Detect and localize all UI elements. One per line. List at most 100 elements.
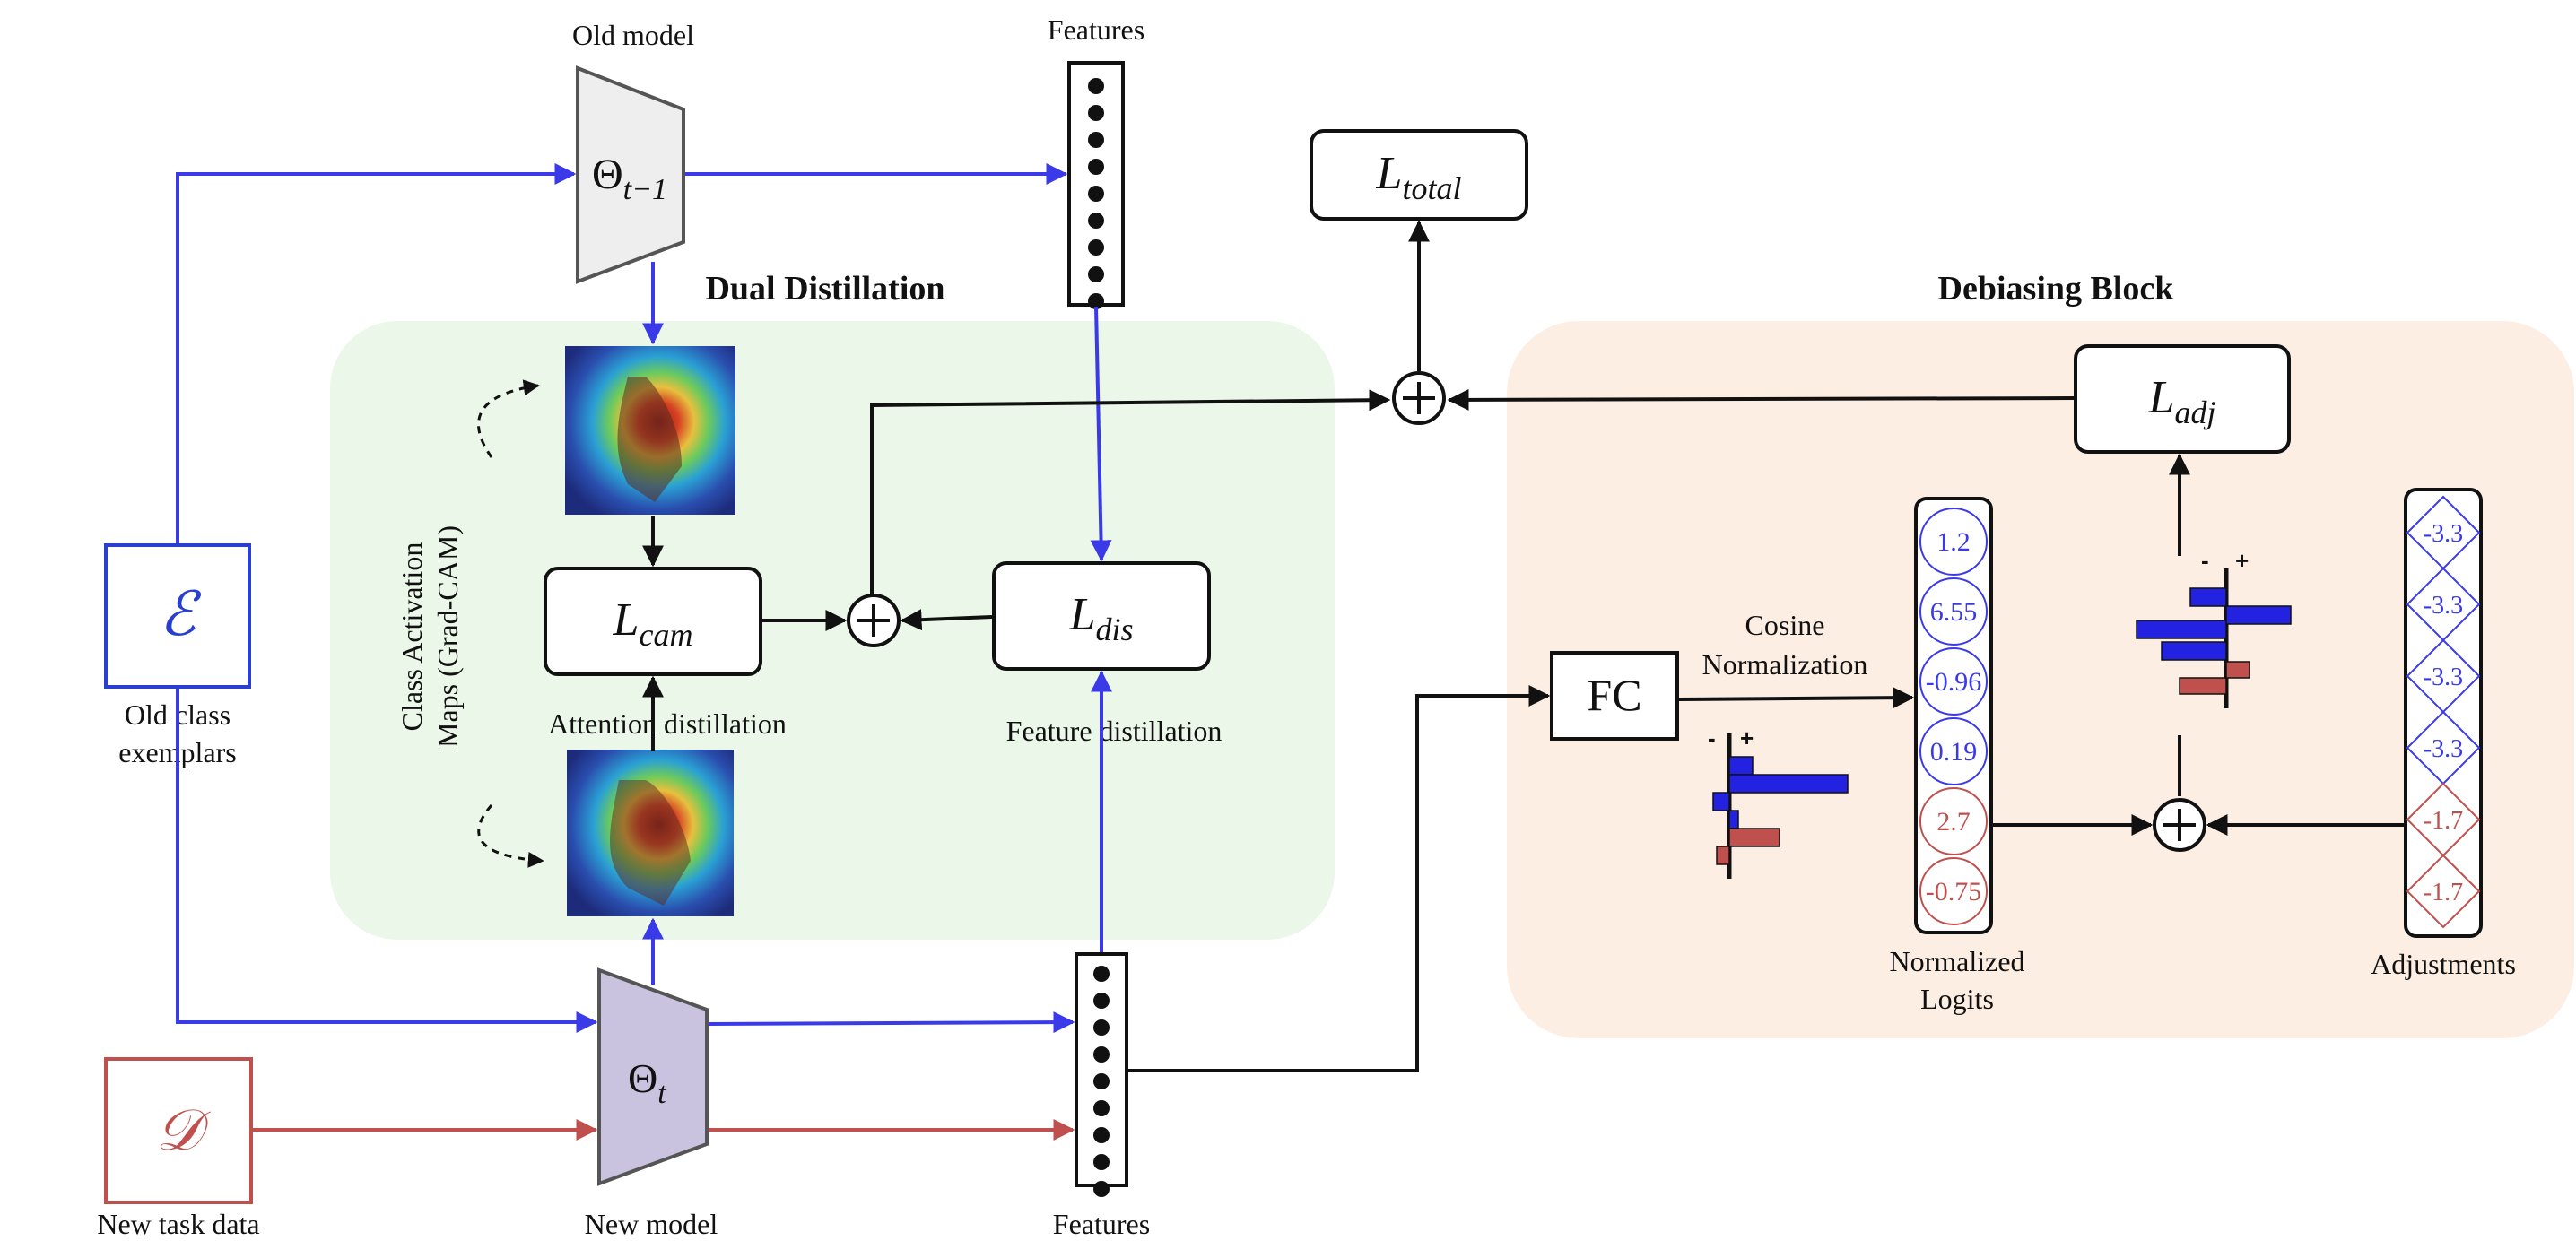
logit-value: -0.96 (1926, 667, 1982, 697)
feature-dot (1093, 993, 1110, 1009)
fc-label: FC (1587, 670, 1641, 720)
feature-distillation-label: Feature distillation (1006, 715, 1223, 747)
cam-dashed-arrow-top (477, 379, 540, 458)
features-top-node: Features (1048, 13, 1144, 309)
logit-item: -0.75 (1919, 857, 1988, 925)
feature-dot (1093, 1181, 1110, 1197)
adjustment-diamond (2406, 854, 2481, 929)
adjustment-value: -1.7 (2424, 879, 2463, 907)
arrow-exemplars-to-old-model (176, 163, 577, 543)
theta-new-symbol: Θt (628, 1055, 667, 1110)
old-model-node: Old model Θt−1 (572, 19, 694, 284)
logit-value: 2.7 (1936, 807, 1971, 837)
feature-dot (1088, 105, 1104, 121)
adjustments-label: Adjustments (2371, 948, 2516, 980)
l-adj-symbol: Ladj (2148, 372, 2216, 430)
logit-value: 1.2 (1936, 527, 1971, 557)
l-dis-box: Ldis (992, 561, 1211, 671)
l-total-symbol: Ltotal (1376, 148, 1462, 206)
feature-dot (1093, 966, 1110, 982)
bias-bars-before: - + (1708, 724, 1849, 879)
cam-image-new (567, 750, 734, 916)
adjustment-item: -1.7 (2406, 854, 2481, 929)
adjustment-value: -3.3 (2424, 664, 2463, 691)
adjustment-item: -3.3 (2406, 567, 2481, 642)
feature-dot (1088, 213, 1104, 229)
cam-side-label: Class Activation Maps (Grad-CAM) (396, 525, 464, 748)
logit-item: 0.19 (1919, 717, 1988, 785)
cosine-label-line2: Normalization (1702, 648, 1868, 681)
logit-circle (1919, 787, 1988, 855)
new-task-data-label: New task data (97, 1208, 259, 1240)
logit-circles: 1.2 6.55 -0.96 0.19 2.7 -0.75 (1919, 508, 1988, 925)
adjustment-item: -1.7 (2406, 782, 2481, 857)
adjustment-value: -3.3 (2424, 520, 2463, 548)
feature-dot (1088, 266, 1104, 282)
attention-distillation-label: Attention distillation (548, 707, 787, 740)
adjustment-value: -3.3 (2424, 735, 2463, 763)
arrow-ladj-to-total-sum (1447, 388, 2075, 411)
arrow-distill-sum-to-total-sum (870, 389, 1391, 595)
logit-item: 1.2 (1919, 508, 1988, 576)
arrow-new-model-to-features (708, 1011, 1075, 1034)
feature-dot (1093, 1019, 1110, 1036)
adjustment-value: -1.7 (2424, 807, 2463, 835)
feature-dot (1093, 1100, 1110, 1116)
cam-label-line1: Class Activation (396, 542, 428, 732)
logit-circle (1919, 717, 1988, 785)
logit-circle (1919, 508, 1988, 576)
logit-circle (1919, 577, 1988, 646)
logit-item: 6.55 (1919, 577, 1988, 646)
l-adj-box: Ladj (2074, 344, 2291, 454)
debiasing-block-region (1507, 321, 2574, 1038)
feature-dot (1093, 1046, 1110, 1063)
bias-bars-after-minus: - (2201, 547, 2209, 574)
debiasing-block-title: Debiasing Block (1938, 270, 2175, 308)
normalized-label-line1: Normalized (1889, 945, 2024, 977)
bias-bars-after-plus: + (2235, 547, 2249, 574)
feature-dot (1093, 1154, 1110, 1170)
l-dis-symbol: Ldis (1069, 589, 1134, 647)
exemplar-set-symbol: ℰ (159, 580, 202, 648)
l-total-box: Ltotal (1310, 129, 1528, 221)
l-cam-symbol: Lcam (613, 594, 693, 653)
feature-dot (1093, 1127, 1110, 1143)
feature-dot (1088, 239, 1104, 256)
cam-image-old (565, 346, 735, 515)
arrow-features-to-fc (1128, 685, 1551, 1072)
bias-bars-before-minus: - (1708, 724, 1716, 751)
logit-circle (1919, 647, 1988, 716)
normalized-label-line2: Logits (1920, 983, 1994, 1015)
adjustment-item: -3.3 (2406, 638, 2481, 714)
adjustments-column: -3.3 -3.3 -3.3 -3.3 -1.7 -1.7 Adjustments (2371, 488, 2516, 980)
old-model-label: Old model (572, 19, 694, 51)
feature-dot (1093, 1073, 1110, 1089)
fc-box: FC (1550, 651, 1679, 741)
bias-bars-before-plus: + (1740, 724, 1754, 751)
arrow-ldis-to-sum (900, 609, 993, 631)
arrow-fc-to-logits (1678, 687, 1915, 709)
sum-node-total (1392, 371, 1446, 425)
features-bottom-label: Features (1053, 1208, 1150, 1240)
feature-dot (1088, 293, 1104, 309)
logit-value: 6.55 (1930, 597, 1978, 627)
bias-bars-after: - + (2136, 547, 2292, 708)
logit-value: -0.75 (1926, 877, 1982, 907)
new-model-label: New model (585, 1208, 718, 1240)
l-cam-box: Lcam (544, 567, 762, 676)
arrow-features-top-to-ldis (1090, 306, 1112, 562)
feature-dot (1088, 186, 1104, 202)
logit-item: -0.96 (1919, 647, 1988, 716)
dual-distillation-title: Dual Distillation (705, 270, 944, 308)
sum-node-debias (2153, 798, 2206, 852)
features-bottom-node: Features (1053, 952, 1150, 1240)
feature-dot (1088, 132, 1104, 148)
cosine-label-line1: Cosine (1745, 609, 1825, 641)
feature-dot (1088, 159, 1104, 175)
cam-dashed-arrow-bottom (477, 804, 544, 868)
feature-dots-bottom (1093, 966, 1110, 1197)
new-model-node: Θt New model (585, 967, 718, 1240)
logit-value: 0.19 (1930, 737, 1978, 767)
adjustment-value: -3.3 (2424, 592, 2463, 620)
